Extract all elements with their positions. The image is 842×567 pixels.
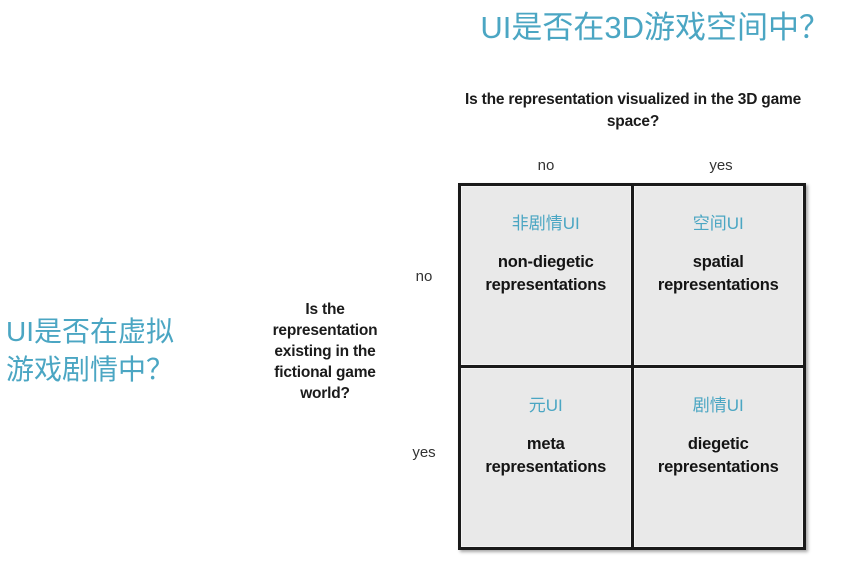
quadrant-en-label: non-diegetic representations — [485, 253, 607, 294]
quadrant-cn-label: 剧情UI — [692, 396, 744, 415]
quadrant-cn-label: 元UI — [528, 396, 563, 415]
classification-matrix: 非剧情UI non-diegetic representations 空间UI … — [458, 183, 806, 550]
column-value-no: no — [537, 157, 555, 174]
quadrant-diegetic: 剧情UI diegetic representations — [633, 368, 803, 547]
quadrant-non-diegetic: 非剧情UI non-diegetic representations — [461, 186, 631, 365]
quadrant-spatial: 空间UI spatial representations — [633, 186, 803, 365]
column-axis-question: Is the representation visualized in the … — [464, 91, 801, 130]
quadrant-meta: 元UI meta representations — [461, 368, 631, 547]
quadrant-en-label: diegetic representations — [657, 435, 779, 476]
quadrant-grid: 非剧情UI non-diegetic representations 空间UI … — [458, 183, 806, 550]
left-annotation-title: UI是否在虚拟 游戏剧情中？ — [6, 316, 175, 385]
row-axis-question: Is the representation existing in the fi… — [272, 301, 378, 402]
row-value-no: no — [415, 268, 433, 285]
quadrant-cn-label: 非剧情UI — [511, 214, 580, 233]
row-value-yes: yes — [412, 444, 436, 461]
column-value-yes: yes — [709, 157, 733, 174]
top-annotation-title: UI是否在3D游戏空间中？ — [480, 10, 830, 45]
quadrant-en-label: meta representations — [485, 435, 607, 476]
quadrant-cn-label: 空间UI — [692, 214, 744, 233]
quadrant-en-label: spatial representations — [657, 253, 779, 294]
